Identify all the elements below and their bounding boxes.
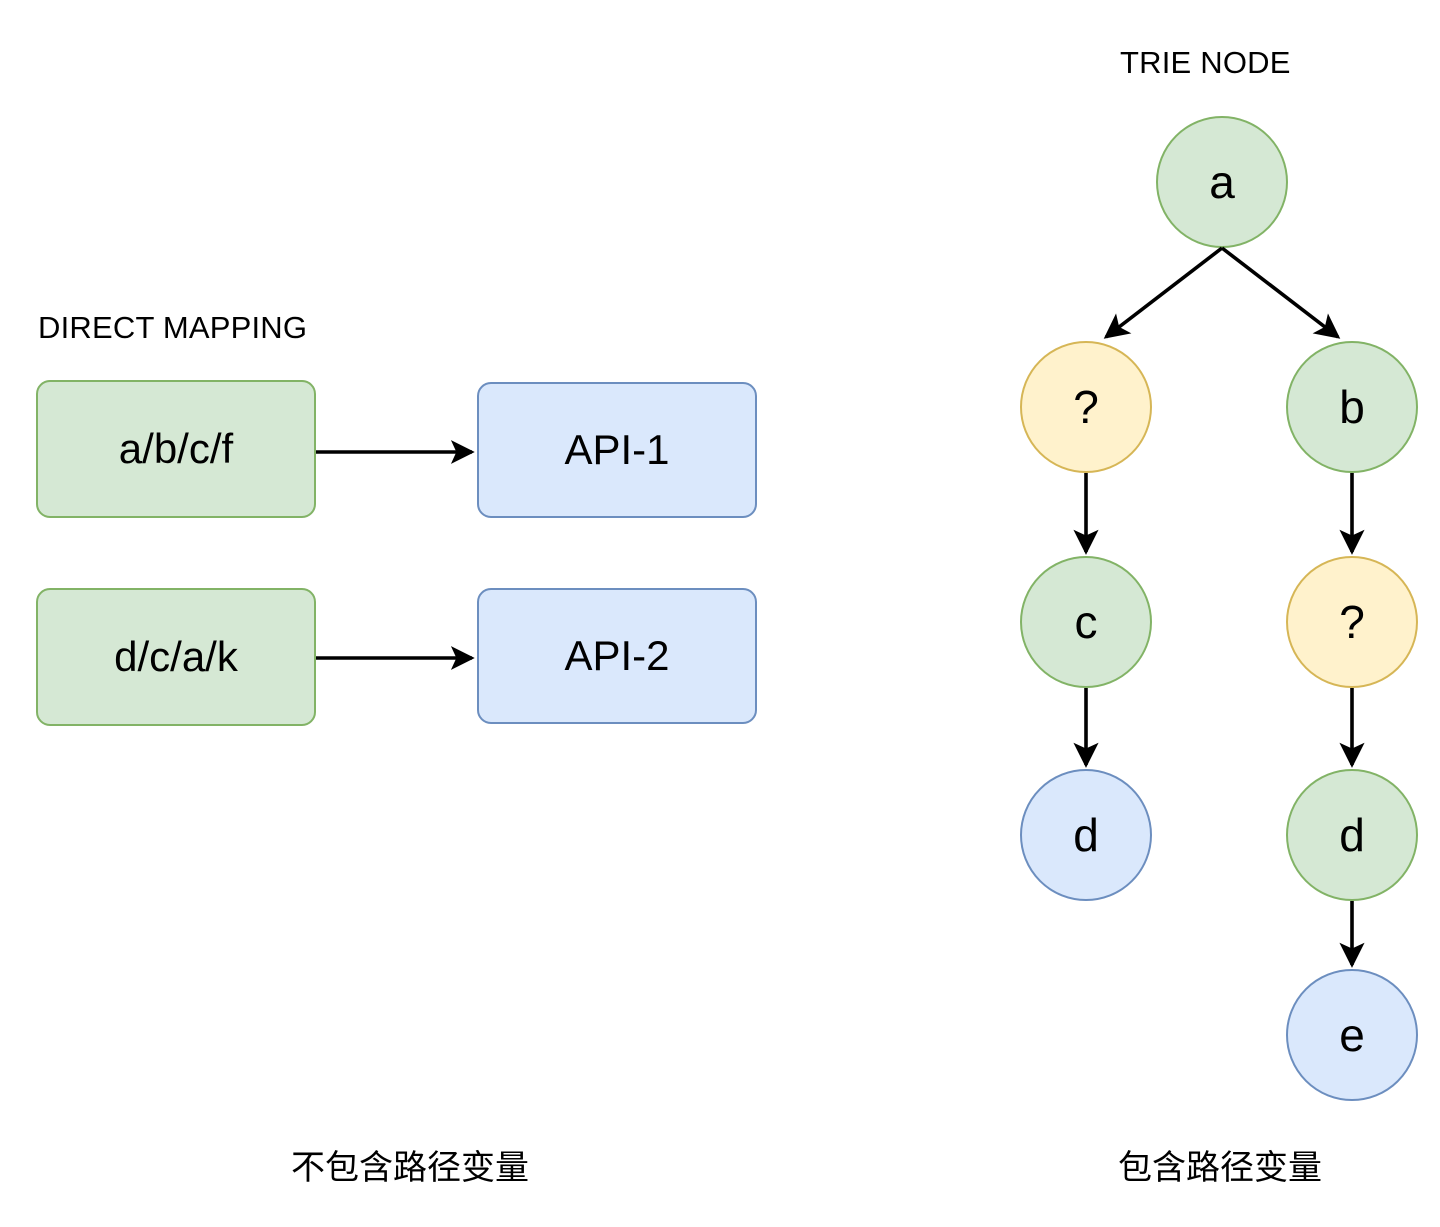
api-box-2[interactable]: API-2 xyxy=(477,588,757,724)
direct-mapping-title: DIRECT MAPPING xyxy=(38,310,308,345)
trie-node-c[interactable]: c xyxy=(1020,556,1152,688)
api-box-1[interactable]: API-1 xyxy=(477,382,757,518)
trie-node-wildcard-1[interactable]: ? xyxy=(1020,341,1152,473)
arrow-a-to-wildcard-1 xyxy=(1103,246,1224,339)
right-panel-caption: 包含路径变量 xyxy=(1118,1149,1322,1187)
path-box-1[interactable]: a/b/c/f xyxy=(36,380,316,518)
trie-node-d-right[interactable]: d xyxy=(1286,769,1418,901)
trie-node-d-left[interactable]: d xyxy=(1020,769,1152,901)
trie-node-e[interactable]: e xyxy=(1286,969,1418,1101)
path-box-2[interactable]: d/c/a/k xyxy=(36,588,316,726)
trie-node-b[interactable]: b xyxy=(1286,341,1418,473)
left-panel-caption: 不包含路径变量 xyxy=(291,1149,529,1187)
arrow-a-to-b xyxy=(1220,246,1341,339)
trie-node-wildcard-2[interactable]: ? xyxy=(1286,556,1418,688)
trie-node-title: TRIE NODE xyxy=(1120,45,1291,80)
trie-node-a[interactable]: a xyxy=(1156,116,1288,248)
